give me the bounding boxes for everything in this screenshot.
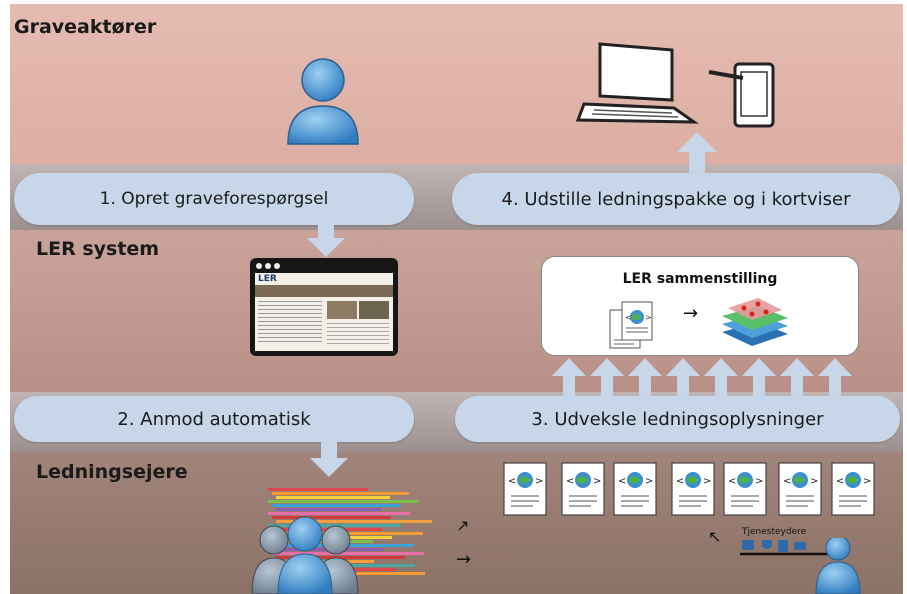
svg-text:>: > xyxy=(863,476,871,487)
svg-text:>: > xyxy=(703,476,711,487)
document-icon: <> xyxy=(723,462,767,516)
website-image xyxy=(327,301,357,319)
ler-website-page: LER xyxy=(255,273,393,351)
tjenesteydere-label: Tjenesteydere xyxy=(742,527,807,537)
document-icon: <> xyxy=(671,462,715,516)
arrow-diagonal-icon: ↗ xyxy=(456,516,470,535)
arrow-diagonal-up-left-icon: ↖ xyxy=(708,527,722,546)
window-dot xyxy=(274,263,280,269)
lane-title-ler-system: LER system xyxy=(36,238,160,260)
website-text-block xyxy=(327,323,389,345)
step-3-pill: 3. Udveksle ledningsoplysninger xyxy=(455,396,900,442)
ler-sammenstilling-title: LER sammenstilling xyxy=(622,271,778,287)
laptop-icon xyxy=(575,42,699,124)
arrow-up-to-ler-box xyxy=(780,358,814,400)
arrow-up-to-ler-box xyxy=(628,358,662,400)
lane-title-graveaktorer: Graveaktører xyxy=(14,16,157,38)
arrow-down-to-ledningsejere xyxy=(310,442,348,477)
svg-text:>: > xyxy=(810,476,818,487)
svg-text:>: > xyxy=(593,476,601,487)
arrow-right-icon: → xyxy=(683,303,699,324)
data-bar xyxy=(272,492,409,495)
arrow-up-to-ler-box xyxy=(590,358,624,400)
ler-sammenstilling-box: LER sammenstilling xyxy=(541,256,859,356)
svg-text:<: < xyxy=(676,476,684,487)
document-icon: <> xyxy=(778,462,822,516)
data-bar xyxy=(276,520,432,523)
window-dot xyxy=(265,263,271,269)
ler-website-window: LER xyxy=(250,258,398,356)
svg-text:<: < xyxy=(508,476,516,487)
user-icon xyxy=(287,58,359,145)
step-4-pill: 4. Udstille ledningspakke og i kortviser xyxy=(452,173,900,225)
svg-text:<: < xyxy=(728,476,736,487)
data-bar xyxy=(272,552,424,555)
website-image xyxy=(359,301,389,319)
data-bar xyxy=(272,516,391,519)
service-provider-icon xyxy=(740,538,861,594)
data-bar xyxy=(268,500,419,503)
svg-text:<: < xyxy=(625,313,632,322)
svg-text:<: < xyxy=(618,476,626,487)
arrow-down-to-ler xyxy=(307,222,345,257)
document-icon: <> xyxy=(831,462,875,516)
data-bar xyxy=(268,524,401,527)
data-bar xyxy=(276,508,381,511)
svg-text:>: > xyxy=(755,476,763,487)
svg-text:>: > xyxy=(645,476,653,487)
data-bar xyxy=(276,496,390,499)
data-bar xyxy=(276,556,405,559)
svg-text:>: > xyxy=(645,313,652,322)
website-text-block xyxy=(258,301,322,345)
tablet-icon xyxy=(708,62,775,128)
step-2-pill: 2. Anmod automatisk xyxy=(14,396,414,442)
svg-text:<: < xyxy=(836,476,844,487)
step-1-pill: 1. Opret graveforespørgsel xyxy=(14,173,414,225)
group-users-icon xyxy=(251,516,359,594)
arrow-up-to-ler-box xyxy=(552,358,586,400)
window-dot xyxy=(256,263,262,269)
arrow-up-to-ler-box xyxy=(818,358,852,400)
arrow-up-to-ler-box xyxy=(666,358,700,400)
svg-text:<: < xyxy=(566,476,574,487)
arrow-right-icon: → xyxy=(456,549,472,570)
arrow-up-to-ler-box xyxy=(704,358,738,400)
document-stack-icon: < > xyxy=(609,301,653,349)
arrow-up-to-ler-box xyxy=(742,358,776,400)
data-bar xyxy=(268,512,410,515)
document-icon: <> xyxy=(613,462,657,516)
arrow-up-to-devices xyxy=(677,132,717,176)
map-layers-icon xyxy=(722,298,788,346)
svg-text:<: < xyxy=(783,476,791,487)
website-banner xyxy=(255,285,393,297)
data-bar xyxy=(276,532,423,535)
svg-text:>: > xyxy=(535,476,543,487)
document-icon: <> xyxy=(503,462,547,516)
lane-title-ledningsejere: Ledningsejere xyxy=(36,461,188,483)
document-icon: <> xyxy=(561,462,605,516)
data-bar xyxy=(272,504,400,507)
ler-logo: LER xyxy=(258,274,277,284)
data-bar xyxy=(268,488,368,491)
